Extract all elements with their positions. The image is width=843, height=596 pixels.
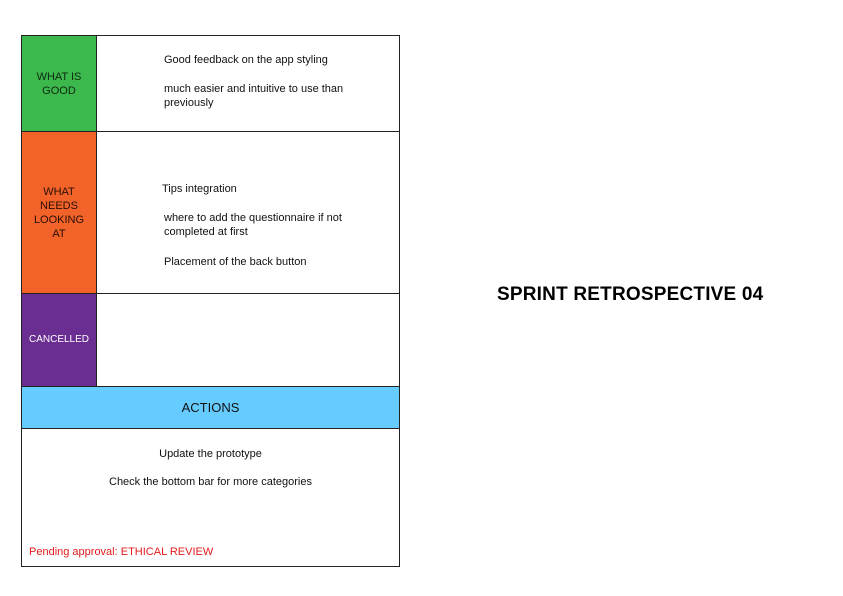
actions-header: ACTIONS bbox=[22, 387, 399, 429]
section-content-good: Good feedback on the app styling much ea… bbox=[97, 36, 399, 131]
section-label-good: WHAT IS GOOD bbox=[22, 36, 97, 131]
label-line: AT bbox=[52, 227, 66, 240]
label-line: WHAT bbox=[43, 185, 75, 198]
action-item: Check the bottom bar for more categories bbox=[109, 476, 312, 488]
label-line: GOOD bbox=[42, 84, 76, 97]
section-what-is-good: WHAT IS GOOD Good feedback on the app st… bbox=[22, 36, 399, 132]
section-cancelled: CANCELLED bbox=[22, 294, 399, 387]
section-content-needs: Tips integration where to add the questi… bbox=[97, 132, 399, 293]
label-line: NEEDS bbox=[40, 199, 78, 212]
section-content-cancelled bbox=[97, 294, 399, 386]
label-line: LOOKING bbox=[33, 213, 85, 226]
retrospective-board: WHAT IS GOOD Good feedback on the app st… bbox=[21, 35, 400, 567]
section-what-needs-looking-at: WHAT NEEDS LOOKING AT Tips integration w… bbox=[22, 132, 399, 294]
action-item: Update the prototype bbox=[159, 448, 262, 460]
label-line: CANCELLED bbox=[28, 334, 90, 345]
list-item: Good feedback on the app styling bbox=[164, 54, 328, 66]
label-line: WHAT IS bbox=[36, 70, 82, 83]
actions-body: Update the prototype Check the bottom ba… bbox=[22, 429, 399, 566]
page-title: SPRINT RETROSPECTIVE 04 bbox=[497, 284, 764, 305]
list-item: Tips integration bbox=[162, 183, 237, 195]
pending-approval-note: Pending approval: ETHICAL REVIEW bbox=[29, 546, 214, 558]
section-label-needs: WHAT NEEDS LOOKING AT bbox=[22, 132, 97, 293]
list-item: where to add the questionnaire if not co… bbox=[164, 212, 342, 238]
section-label-cancelled: CANCELLED bbox=[22, 294, 97, 386]
list-item: much easier and intuitive to use than pr… bbox=[164, 83, 344, 109]
list-item: Placement of the back button bbox=[164, 256, 307, 268]
